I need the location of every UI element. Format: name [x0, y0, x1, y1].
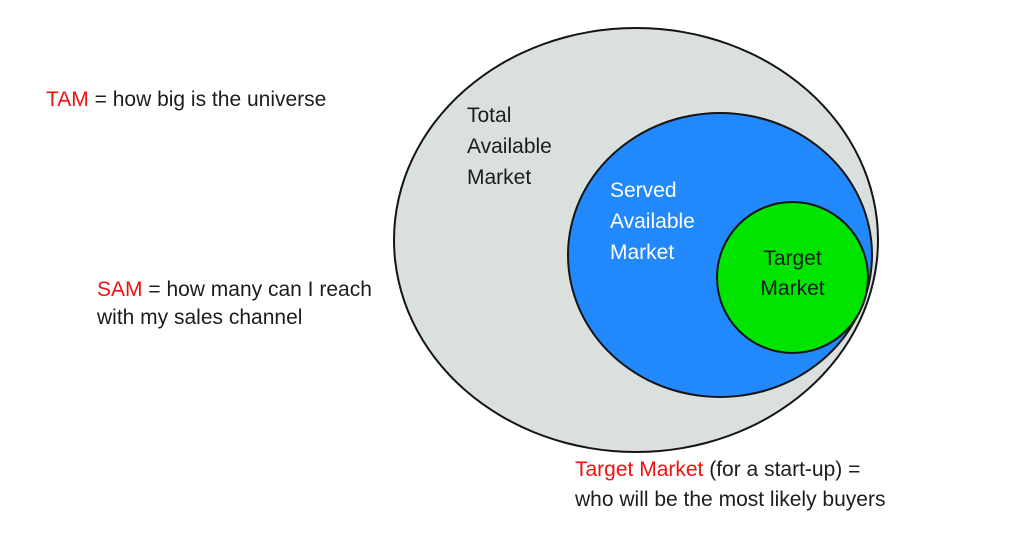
sam-annotation-line2: with my sales channel — [97, 306, 303, 329]
target-market-annotation-text: (for a start-up) = — [703, 458, 861, 481]
target-market-annotation-term: Target Market — [575, 458, 704, 481]
tam-annotation-term: TAM — [46, 88, 89, 111]
sam-annotation-line1: SAM = how many can I reach — [97, 276, 372, 304]
target-market-circle — [716, 201, 869, 354]
total-available-market-label: Total Available Market — [467, 104, 552, 189]
tam-annotation: TAM = how big is the universe — [46, 86, 326, 114]
sam-annotation-term: SAM — [97, 278, 143, 301]
target-market-annotation: Target Market (for a start-up) = who wil… — [575, 455, 885, 515]
sam-annotation-text: = how many can I reach — [142, 278, 372, 301]
tam-annotation-text: = how big is the universe — [88, 88, 327, 111]
target-market-annotation-line1: Target Market (for a start-up) = — [575, 455, 885, 485]
target-market-annotation-line2: who will be the most likely buyers — [575, 488, 886, 511]
target-market-label: Target Market — [760, 247, 825, 300]
sam-annotation: SAM = how many can I reach with my sales… — [97, 276, 372, 332]
served-available-market-label: Served Available Market — [610, 179, 695, 264]
